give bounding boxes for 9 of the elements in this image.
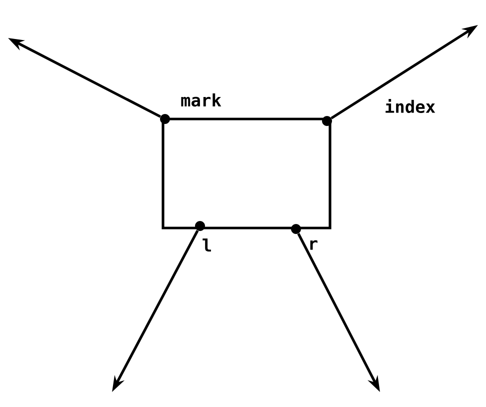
rectangle-box [162, 118, 332, 230]
connection-dot [195, 221, 205, 231]
point-label: mark [181, 93, 222, 107]
point-label: r [310, 240, 318, 250]
point-label: l [202, 238, 211, 252]
connection-dot [291, 224, 301, 234]
connection-dot [322, 116, 332, 126]
point-label: index [386, 98, 436, 114]
connection-dot [160, 114, 170, 124]
